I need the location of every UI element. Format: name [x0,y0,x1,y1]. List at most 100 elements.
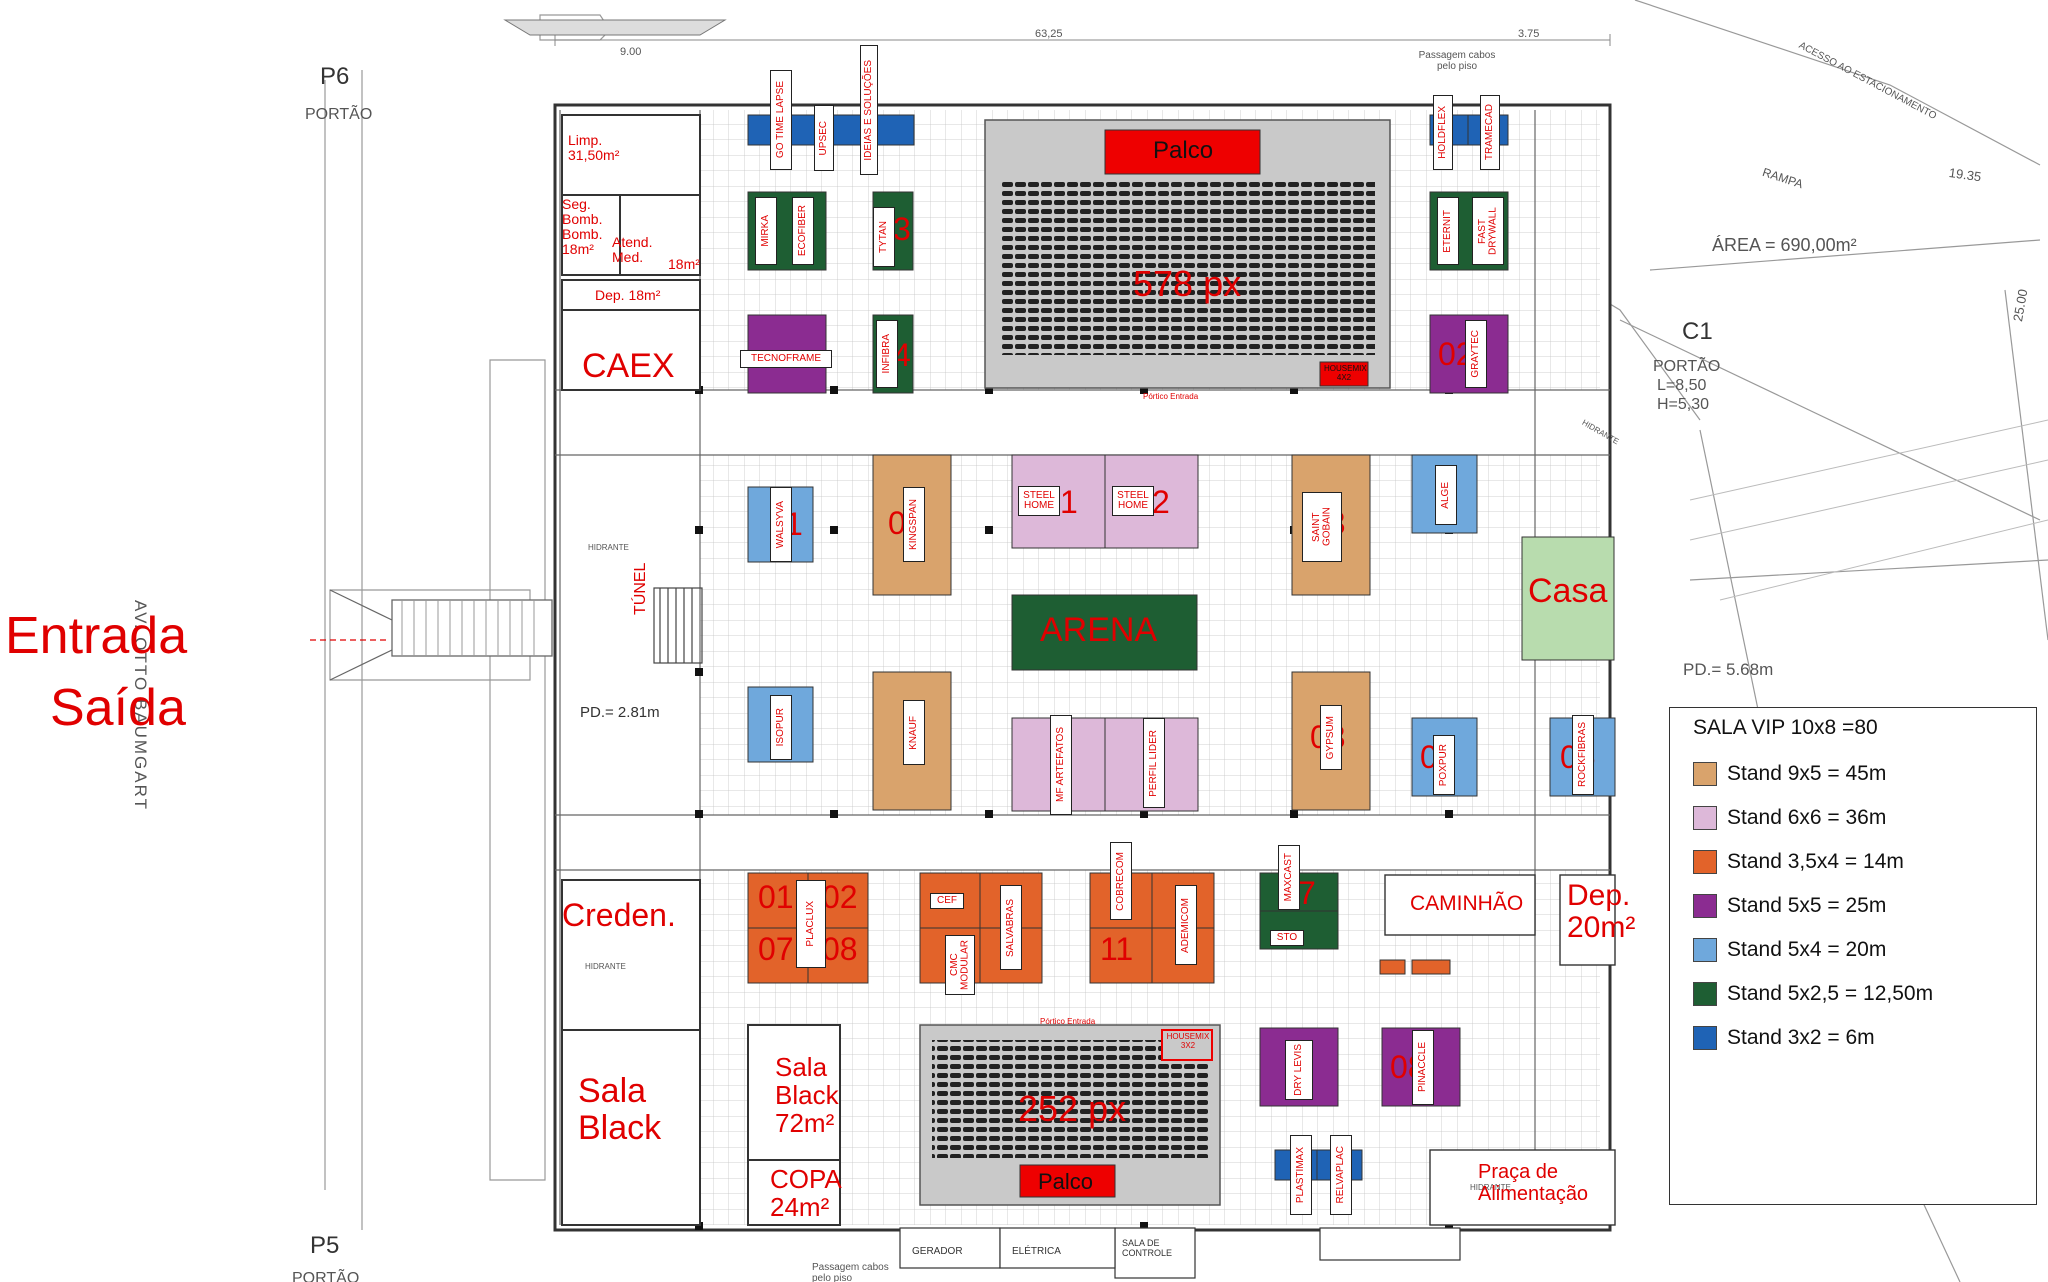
legend-item: Stand 6x6 = 36m [1693,804,1886,832]
stand-label-cmc-modular: CMC MODULAR [945,935,975,995]
stand-label-cobrecom: COBRECOM [1110,842,1132,920]
gate-p5-label: P5 [310,1232,340,1259]
stand-label-perfil-lider: PERFIL LIDER [1143,718,1165,808]
legend-item: Stand 5x5 = 25m [1693,892,1886,920]
main-stage-label: Palco [1153,137,1214,164]
room-limpeza: Limp. 31,50m² [568,132,620,164]
zone-arena: ARENA [1040,611,1158,649]
entrance-canopy [503,19,727,36]
stand-label-dry-levis: DRY LEVIS [1285,1040,1313,1100]
casa-zone [1521,536,1615,661]
control-room [1114,1227,1196,1279]
electric-label: ELÉTRICA [1012,1246,1061,1257]
entrance-exit-line1: Entrada [5,607,188,665]
housemix-bottom-label: HOUSEMIX 3X2 [1166,1032,1210,1050]
stand-label-poxpur: POXPUR [1433,735,1455,795]
stand-label-steel-home-2: STEEL HOME [1112,486,1154,516]
stand-label-sto: STO [1270,930,1304,946]
generator-label: GERADOR [912,1246,963,1257]
legend-swatch [1693,806,1717,830]
stand-label-go-time-lapse: GO TIME LAPSE [770,70,792,170]
stand-label-pinaccle: PINACCLE [1412,1030,1434,1105]
portico-label-bottom: Pórtico Entrada [1040,1017,1096,1026]
room-seguranca: Seg. Bomb. Bomb. 18m² [562,196,603,258]
stand-label-ideias: IDEIAS E SOLUÇÕES [860,45,878,175]
stand-label-kingspan: KINGSPAN [903,487,925,562]
stand-label-plastimax: PLASTIMAX [1290,1135,1312,1215]
secondary-stage [1019,1164,1116,1198]
gate-c1-height: H=5,30 [1657,396,1710,413]
stand-label-tramecad: TRAMECAD [1480,95,1500,170]
housemix-top-label: HOUSEMIX 4X2 [1324,364,1367,382]
room-sala-black-left: Sala Black [578,1072,662,1147]
zone-caminhao: CAMINHÃO [1410,892,1524,915]
gate-c1-label: C1 [1682,318,1713,345]
gate-c1-width: L=8,50 [1657,377,1707,394]
cable-passage-top: Passagem cabos pelo piso [1418,50,1496,72]
stand-label-ecofiber: ECOFIBER [792,197,814,265]
zone-praca-alimentacao: Praça de Alimentação [1478,1161,1589,1205]
right-side-rooms [1384,874,1616,1226]
stand-label-alge: ALGE [1435,465,1457,525]
room-copa: COPA 24m² [770,1164,841,1223]
stand-label-mf-artefatos: MF ARTEFATOS [1050,715,1072,815]
control-room-label: SALA DE CONTROLE [1122,1238,1173,1258]
legend-vip-label: SALA VIP 10x8 =80 [1693,716,1878,739]
portico-label-top: Pórtico Entrada [1143,392,1199,401]
stand-label-mirka: MIRKA [755,197,777,265]
room-atendimento: Atend. Med. [612,234,653,266]
stand-label-graytec: GRAYTEC [1465,320,1487,388]
hydrant-label-lower: HIDRANTE [585,962,626,971]
stand-label-placlux: PLACLUX [796,880,826,968]
legend-label: Stand 3x2 = 6m [1727,1026,1875,1049]
main-stage [1104,129,1261,175]
room-deposito-20: Dep. 20m² [1567,879,1636,945]
electric-room [999,1227,1116,1269]
legend-item: Stand 3x2 = 6m [1693,1024,1875,1052]
legend-item: Stand 5x4 = 20m [1693,936,1886,964]
service-rooms [561,114,841,1226]
entrance-exit-line2: Saída [50,679,186,737]
tunnel-label: TÚNEL [632,562,649,615]
room-sala-black-mid: Sala Black 72m² [775,1052,839,1139]
secondary-stage-label: Palco [1038,1169,1094,1194]
room-caex: CAEX [582,347,675,385]
room-credenciamento: Creden. [562,897,676,933]
stand-label-tytan: TYTAN [873,207,895,267]
stand-label-holdflex: HOLDFLEX [1433,95,1453,170]
stand-label-eternit: ETERNIT [1437,197,1459,265]
legend-swatch [1693,1026,1717,1050]
arena-zone [1011,594,1198,671]
stand-label-infibra: INFIBRA [876,320,898,388]
legend-label: Stand 3,5x4 = 14m [1727,850,1904,873]
stand-label-walsyva: WALSYVA [770,487,792,562]
entrance-ramp [310,589,553,681]
secondary-auditorium-capacity: 252 px [1018,1088,1127,1129]
cable-passage-bottom: Passagem cabos pelo piso [812,1262,889,1282]
legend-item: Stand 3,5x4 = 14m [1693,848,1904,876]
dimension-375: 3.75 [1518,28,1540,40]
stand-number-tytan: 3 [893,211,911,247]
stand-label-rockfibras: ROCKFIBRAS [1572,715,1594,795]
legend-item: Stand 9x5 = 45m [1693,760,1886,788]
stand-number-08: 08 [822,931,858,967]
legend-swatch [1693,762,1717,786]
legend-label: Stand 5x2,5 = 12,50m [1727,982,1934,1005]
stand-label-steel-home-1: STEEL HOME [1018,486,1060,516]
housemix-bottom [1161,1029,1213,1061]
gate-c1-portao: PORTÃO [1653,358,1721,375]
stand-number-11: 11 [1100,931,1134,967]
stand-label-cef: CEF [930,893,964,909]
legend-label: Stand 5x4 = 20m [1727,938,1887,961]
gate-p6-label: P6 [320,63,350,90]
legend-item: Stand 5x2,5 = 12,50m [1693,980,1933,1008]
gate-p6-portao: PORTÃO [305,106,373,123]
ceiling-height-568: PD.= 5.68m [1683,660,1774,679]
stand-number-steel-2: 2 [1152,484,1170,520]
legend-swatch [1693,850,1717,874]
stand-label-salvabras: SALVABRAS [1000,885,1022,970]
restrooms [1319,1227,1461,1261]
dimension-900: 9.00 [620,46,642,58]
